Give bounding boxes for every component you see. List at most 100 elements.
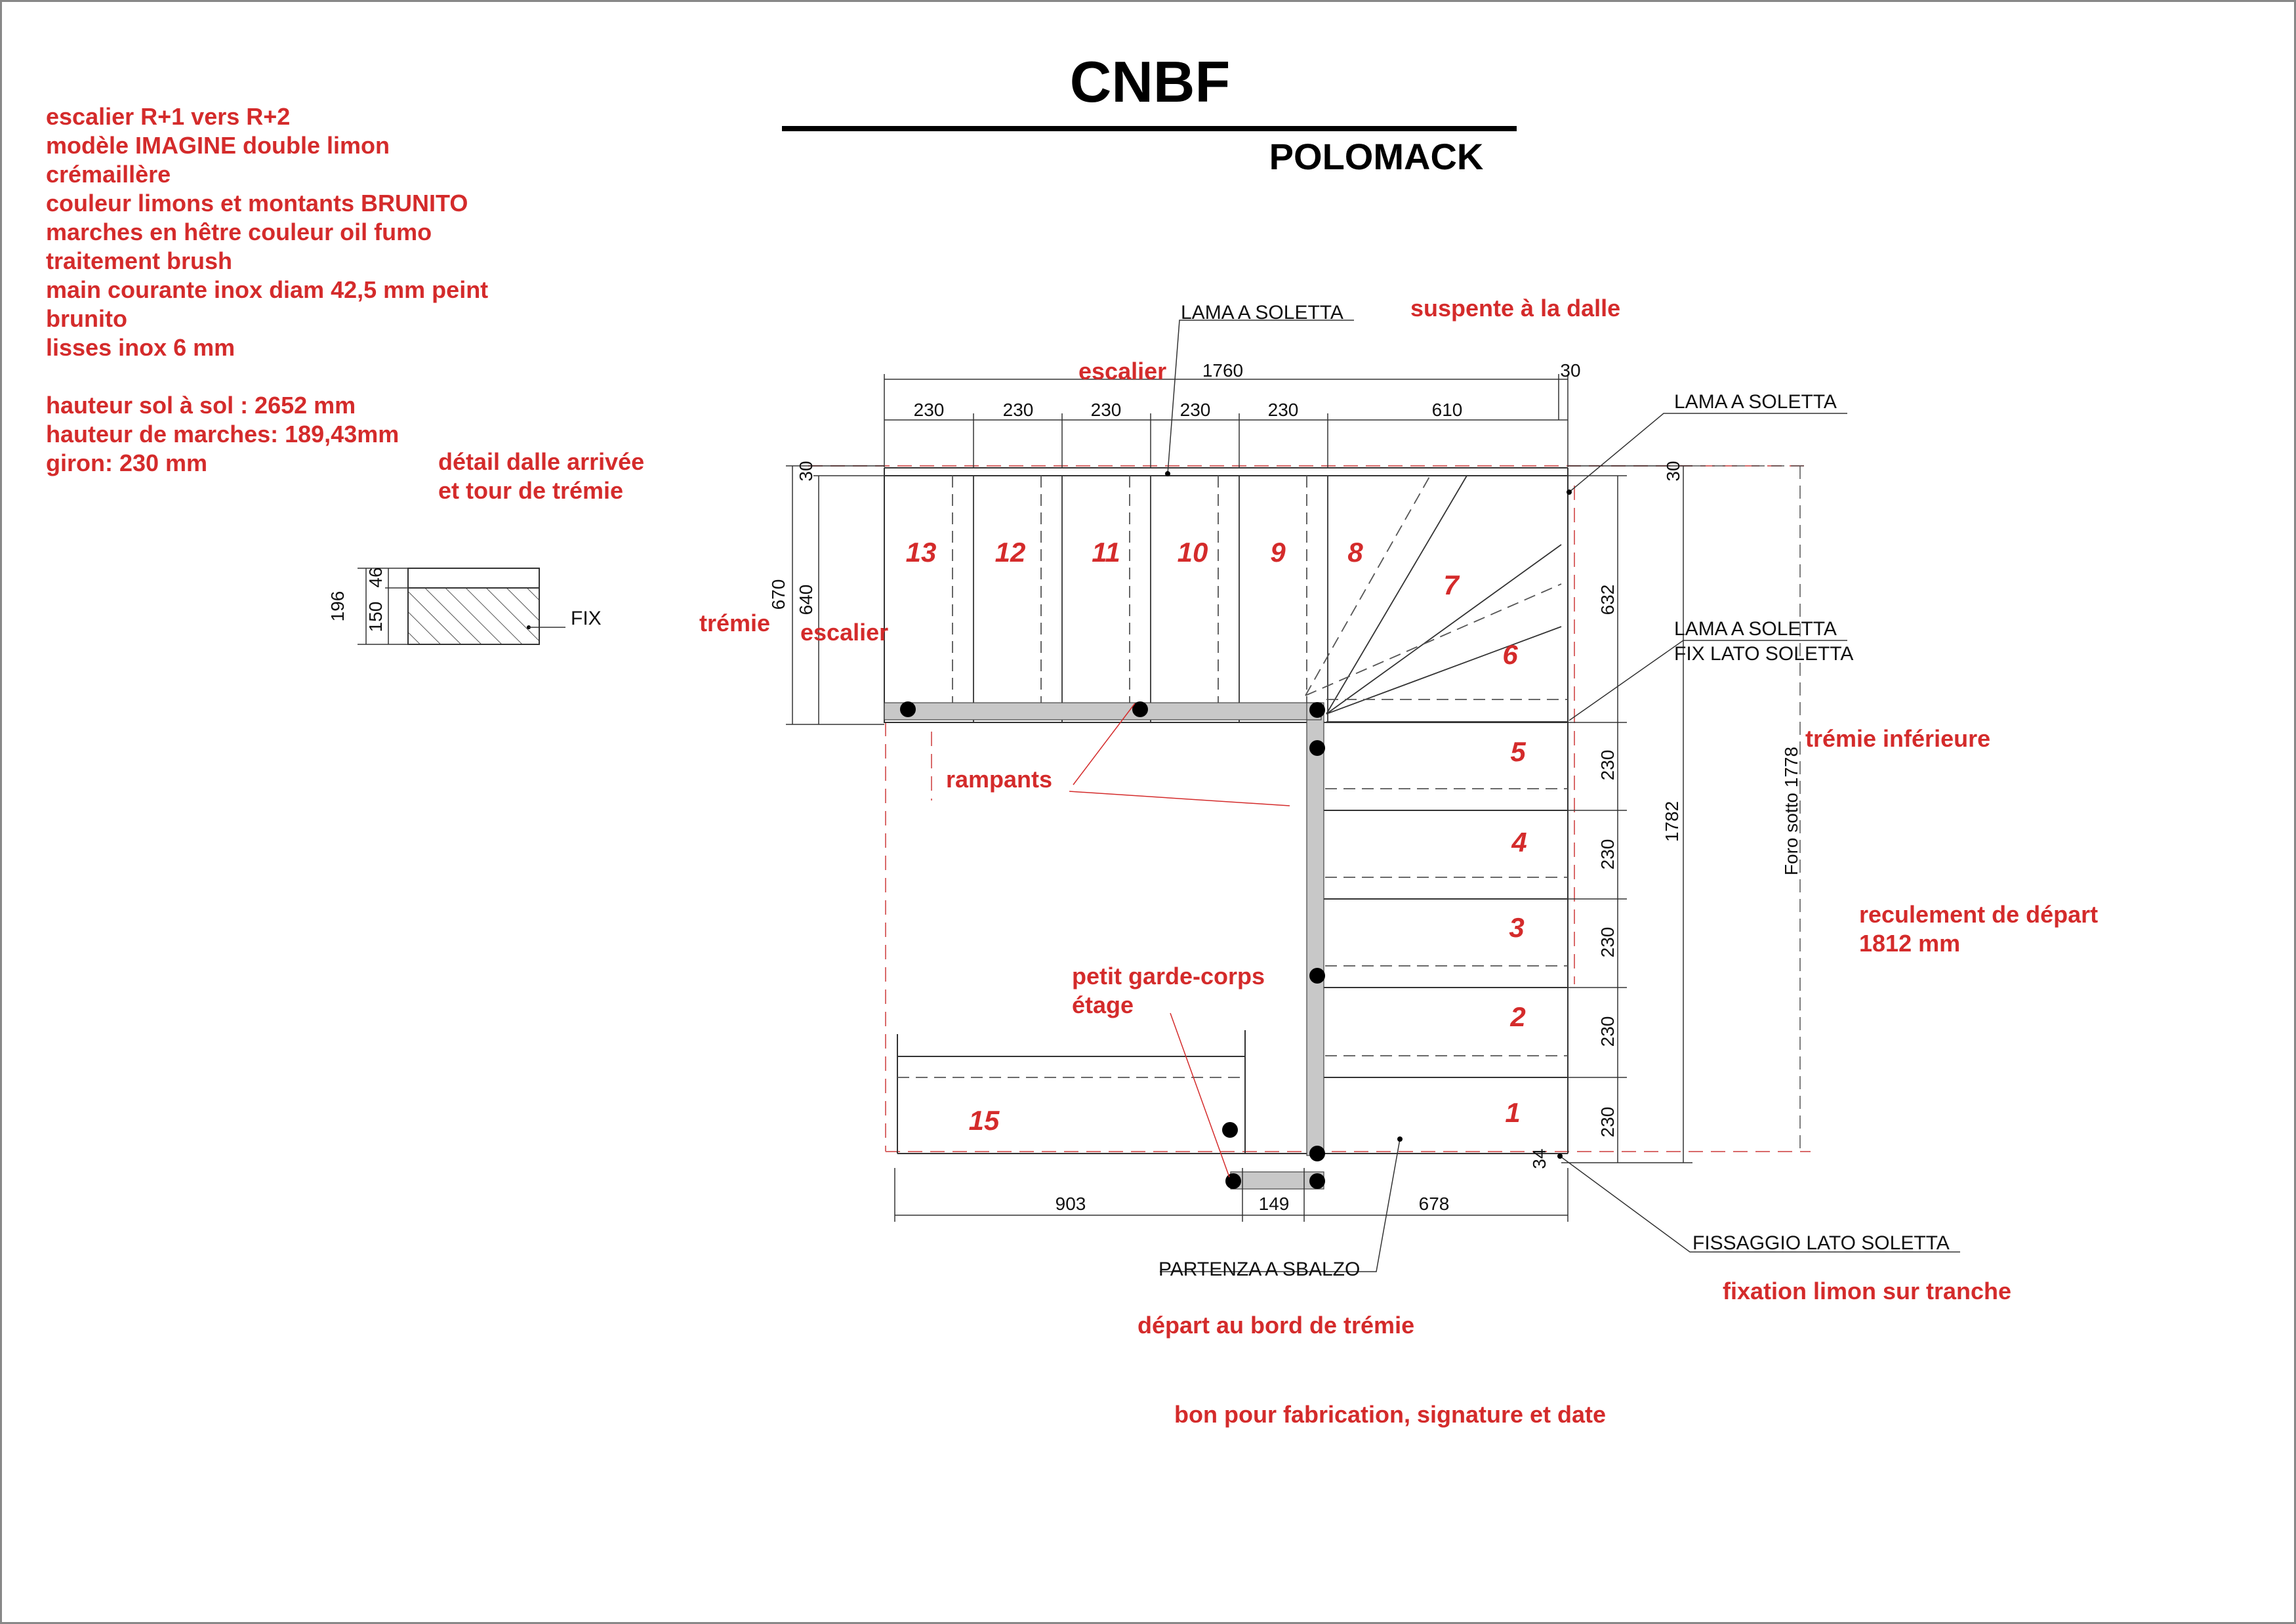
post	[1309, 702, 1325, 718]
foro-label: Foro sotto 1778	[1781, 747, 1801, 875]
lama-fix-label-2: FIX LATO SOLETTA	[1674, 643, 1853, 665]
dim-left-30: 30	[796, 461, 816, 481]
step-number: 5	[1510, 736, 1526, 767]
suspente-label: suspente à la dalle	[1410, 295, 1620, 322]
spec-line: couleur limons et montants BRUNITO	[46, 190, 468, 217]
escalier-left-label: escalier	[800, 619, 888, 646]
sub-brand: POLOMACK	[1269, 136, 1484, 177]
step-number: 15	[969, 1105, 1000, 1136]
rampants-label: rampants	[946, 766, 1052, 793]
dim-right-flight: 230	[1597, 1016, 1618, 1047]
dim-bottom-903: 903	[1056, 1194, 1086, 1214]
lama-top-label: LAMA A SOLETTA	[1181, 302, 1343, 323]
spec-line: main courante inox diam 42,5 mm peint	[46, 276, 488, 303]
spec-line: traitement brush	[46, 247, 232, 274]
step-number: 7	[1443, 570, 1460, 600]
step-number: 4	[1511, 827, 1527, 858]
dim-bottom-678: 678	[1419, 1194, 1450, 1214]
lama-right-label: LAMA A SOLETTA	[1674, 391, 1837, 413]
fix-label: FIX	[571, 608, 602, 629]
spec-line: lisses inox 6 mm	[46, 334, 235, 361]
spec-line: crémaillère	[46, 161, 171, 188]
dim-top-segment: 230	[1180, 400, 1211, 420]
dim-top-segment: 230	[914, 400, 945, 420]
step-number: 1	[1505, 1097, 1520, 1128]
tremie-inferieure-label: trémie inférieure	[1805, 725, 1990, 752]
step-number: 11	[1092, 537, 1120, 568]
dim-bottom-34: 34	[1529, 1148, 1549, 1169]
detail-dim-150: 150	[365, 602, 386, 633]
plan: 13 12 11 10 9 8 7 6 5 4 3 2 1 15	[699, 295, 2098, 1428]
leader-lines	[1160, 320, 1960, 1272]
dim-top-segment: 230	[1003, 400, 1034, 420]
tremie-left-label: trémie	[699, 610, 770, 636]
step-number: 3	[1509, 912, 1524, 943]
dim-left-640: 640	[796, 585, 816, 615]
dimension-note: giron: 230 mm	[46, 449, 207, 476]
post	[1309, 1173, 1325, 1189]
dim-top-segment: 610	[1432, 400, 1463, 420]
brand-title: CNBF	[1070, 49, 1230, 114]
step-number: 2	[1509, 1001, 1525, 1032]
detail-dim-196: 196	[327, 591, 348, 622]
landing-step-15	[897, 1030, 1312, 1154]
reculement-label: reculement de départ	[1859, 901, 2098, 928]
slab-detail: détail dalle arrivée et tour de trémie 1…	[327, 448, 644, 645]
detail-dim-46: 46	[365, 567, 386, 587]
spec-line: brunito	[46, 305, 127, 332]
fixation-label: fixation limon sur tranche	[1723, 1278, 2011, 1304]
spec-line: escalier R+1 vers R+2	[46, 103, 290, 130]
reculement-value: 1812 mm	[1859, 930, 1960, 957]
depart-label: départ au bord de trémie	[1138, 1312, 1414, 1339]
dim-bottom-149: 149	[1259, 1194, 1290, 1214]
dim-left-670: 670	[768, 579, 789, 610]
garde-corps-label: petit garde-corps	[1072, 963, 1265, 989]
step-number: 6	[1502, 639, 1518, 670]
dim-right-flight: 230	[1597, 1107, 1618, 1138]
fissaggio-label: FISSAGGIO LATO SOLETTA	[1692, 1232, 1950, 1254]
garde-corps-label: étage	[1072, 991, 1134, 1018]
dim-overall-top-end: 30	[1560, 360, 1580, 381]
post	[1225, 1173, 1241, 1189]
upper-tread-lines	[973, 476, 1328, 722]
partenza-label: PARTENZA A SBALZO	[1158, 1259, 1360, 1280]
post	[1132, 701, 1148, 717]
dim-right-flight: 230	[1597, 927, 1618, 958]
dim-right-flight: 230	[1597, 839, 1618, 870]
right-dimension-chain	[1561, 465, 1692, 1163]
detail-title: détail dalle arrivée	[438, 448, 644, 475]
lower-nosing-lines	[1325, 788, 1568, 1056]
spec-line: marches en hêtre couleur oil fumo	[46, 219, 432, 245]
post	[1309, 968, 1325, 984]
post	[900, 701, 916, 717]
dim-right-30: 30	[1663, 461, 1683, 481]
dim-right-flight: 230	[1597, 750, 1618, 781]
escalier-top-label: escalier	[1078, 358, 1166, 385]
spec-line: modèle IMAGINE double limon	[46, 132, 390, 159]
post	[1309, 1146, 1325, 1161]
dimension-note: hauteur sol à sol : 2652 mm	[46, 392, 356, 419]
dimension-note: hauteur de marches: 189,43mm	[46, 421, 399, 448]
step-number: 13	[906, 537, 937, 568]
upper-nosing-lines	[952, 476, 1307, 709]
stringers	[884, 703, 1324, 1189]
dim-top-segment: 230	[1091, 400, 1122, 420]
dim-right-632: 632	[1597, 585, 1618, 615]
step-numbers: 13 12 11 10 9 8 7 6 5 4 3 2 1 15	[906, 537, 1527, 1136]
post	[1309, 740, 1325, 756]
dim-top-segment: 230	[1268, 400, 1299, 420]
step-number: 12	[995, 537, 1026, 568]
detail-title: et tour de trémie	[438, 477, 623, 504]
step-number: 9	[1270, 537, 1286, 568]
bottom-dimension-chain	[894, 1168, 1568, 1222]
top-dimension-chain	[884, 374, 1568, 467]
dim-overall-top: 1760	[1202, 360, 1243, 381]
left-dimension-chain	[786, 465, 884, 725]
step-number: 10	[1178, 537, 1208, 568]
spec-notes: escalier R+1 vers R+2 modèle IMAGINE dou…	[46, 103, 488, 476]
dim-right-1782: 1782	[1662, 801, 1682, 842]
step-number: 8	[1347, 537, 1363, 568]
post	[1222, 1122, 1238, 1138]
